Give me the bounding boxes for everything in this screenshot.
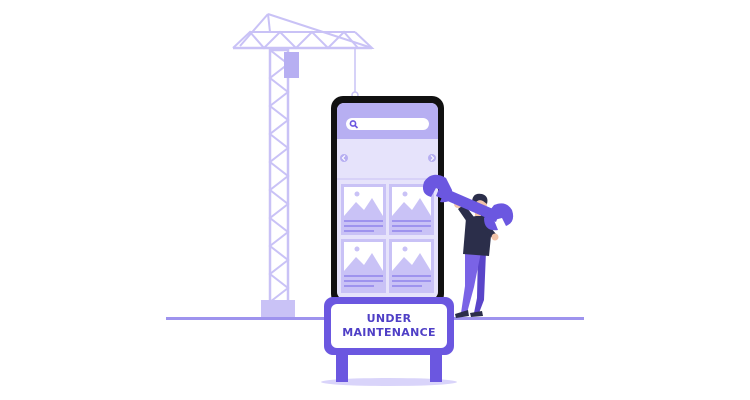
product-card — [389, 184, 434, 235]
sign-line-2: MAINTENANCE — [342, 326, 436, 339]
search-icon — [349, 120, 359, 129]
crane-base — [261, 300, 295, 317]
chevron-left-icon — [340, 154, 348, 162]
chevron-right-icon — [428, 154, 436, 162]
image-placeholder-icon — [344, 242, 383, 271]
image-placeholder-icon — [392, 242, 431, 271]
product-card — [389, 239, 434, 293]
product-card — [341, 239, 386, 293]
crane-counterweight — [284, 52, 299, 78]
image-placeholder-icon — [344, 187, 383, 216]
product-card — [341, 184, 386, 235]
wrench-icon — [422, 174, 514, 231]
sign-line-1: UNDER — [367, 312, 412, 325]
search-bar — [346, 118, 429, 130]
sign-shadow — [321, 378, 457, 386]
phone-mockup — [331, 96, 444, 306]
maintenance-sign: UNDER MAINTENANCE — [324, 297, 454, 355]
